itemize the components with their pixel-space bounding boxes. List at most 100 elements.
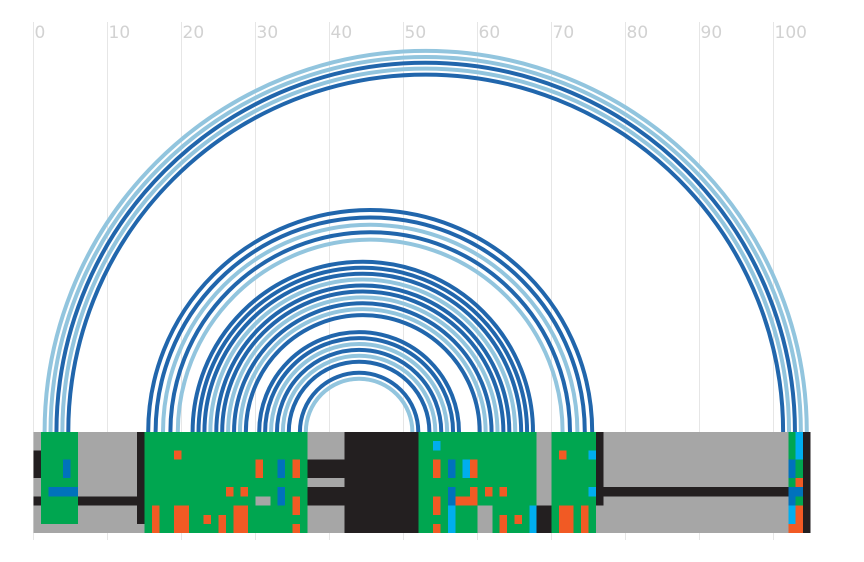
- arc: [153, 215, 587, 433]
- arc: [226, 295, 500, 433]
- arc: [161, 222, 580, 433]
- track-segment-orange: [218, 514, 226, 534]
- track-segment-orange: [470, 487, 478, 497]
- x-tick-label: 40: [331, 23, 353, 43]
- track-segment-orange: [174, 505, 189, 534]
- track-segment-orange: [433, 459, 441, 478]
- track-segment-orange: [174, 450, 182, 460]
- arc: [257, 330, 461, 433]
- track-segment-blue: [277, 459, 286, 478]
- track-segment-blue: [447, 459, 456, 478]
- track-segment-orange: [203, 514, 212, 524]
- track-segment-gray: [536, 432, 552, 506]
- track-segment-orange: [292, 524, 300, 534]
- track-segment-cyan: [529, 505, 537, 534]
- arcs-layer: [42, 48, 809, 433]
- arc: [263, 336, 456, 433]
- track-segment-orange: [581, 505, 589, 534]
- arc: [286, 359, 432, 433]
- arc: [237, 307, 488, 433]
- track-segment-cyan: [462, 459, 471, 478]
- track-segment-cyan: [447, 505, 456, 534]
- track-segment-orange: [433, 524, 441, 534]
- track-segment-orange: [470, 459, 478, 478]
- track-segment-orange: [558, 450, 567, 460]
- x-tick-label: 60: [479, 23, 501, 43]
- track-segment-gray: [477, 505, 493, 534]
- track-segment-orange: [255, 459, 263, 478]
- arc: [303, 376, 415, 433]
- track-segment-orange: [499, 514, 508, 534]
- track-segment-orange: [240, 487, 249, 497]
- arc: [280, 353, 438, 433]
- x-tick-label: 90: [701, 23, 723, 43]
- track-segment-orange: [558, 505, 574, 534]
- arc: [196, 265, 530, 433]
- track-segment-orange: [499, 487, 508, 497]
- arc: [42, 48, 809, 433]
- track-segment-orange: [233, 505, 249, 534]
- track-segment-blue: [788, 496, 796, 506]
- arc: [168, 230, 572, 433]
- track-segment-blue: [788, 487, 804, 497]
- track-segment-orange: [484, 487, 493, 497]
- track-segment-orange: [795, 478, 804, 488]
- arc: [146, 208, 595, 433]
- track-segment-black: [33, 450, 41, 478]
- track-segment-blue: [48, 487, 78, 497]
- track-segment-orange: [455, 496, 478, 506]
- track-segment-black: [307, 459, 345, 478]
- arc: [297, 370, 421, 433]
- track-segment-black: [536, 505, 552, 534]
- track-segment-black: [307, 487, 345, 506]
- x-tick-label: 80: [627, 23, 649, 43]
- arc: [208, 277, 518, 433]
- track-segment-orange: [151, 505, 160, 534]
- x-tick-label: 20: [183, 23, 205, 43]
- track-segment-orange: [225, 487, 234, 497]
- track-segment-blue: [63, 459, 71, 478]
- track-segment-blue: [447, 487, 456, 506]
- track-segment-cyan: [588, 487, 596, 497]
- track-segment-black: [803, 432, 811, 534]
- arc: [220, 289, 506, 433]
- arc: [60, 66, 792, 433]
- x-tick-label: 30: [257, 23, 279, 43]
- track-segment-gray: [255, 496, 271, 506]
- arc: [54, 60, 797, 433]
- arc: [66, 72, 786, 433]
- arc: [214, 283, 512, 433]
- track-segment-orange: [292, 496, 300, 515]
- track-segment-black: [137, 432, 145, 524]
- track-segment-cyan: [588, 450, 596, 460]
- arc: [48, 54, 803, 433]
- track-segment-black: [344, 432, 419, 534]
- arc: [202, 271, 524, 433]
- track-segment-blue: [277, 487, 286, 506]
- tracks-layer: [33, 432, 811, 534]
- x-tick-labels: 0 10 20 30 40 50 60 70 80 90 100: [35, 23, 807, 43]
- track-segment-cyan: [795, 432, 804, 460]
- x-tick-label: 100: [775, 23, 807, 43]
- track-segment-black: [33, 496, 138, 506]
- track-segment-orange: [514, 514, 522, 524]
- x-tick-label: 50: [405, 23, 427, 43]
- track-segment-black: [595, 432, 604, 506]
- track-segment-cyan: [788, 505, 796, 524]
- arc: [274, 347, 444, 433]
- track-segment-cyan: [433, 441, 441, 451]
- track-segment-orange: [433, 496, 441, 515]
- arc: [232, 301, 494, 433]
- x-tick-label: 10: [109, 23, 131, 43]
- track-segment-black: [603, 487, 789, 497]
- track-segment-blue: [788, 459, 796, 478]
- arc: [243, 313, 482, 433]
- arc: [175, 237, 565, 433]
- x-tick-label: 0: [35, 23, 46, 43]
- arc: [269, 341, 450, 433]
- arc: [190, 259, 535, 433]
- x-tick-label: 70: [553, 23, 575, 43]
- track-segment-green: [40, 432, 78, 524]
- track-segment-orange: [292, 459, 300, 478]
